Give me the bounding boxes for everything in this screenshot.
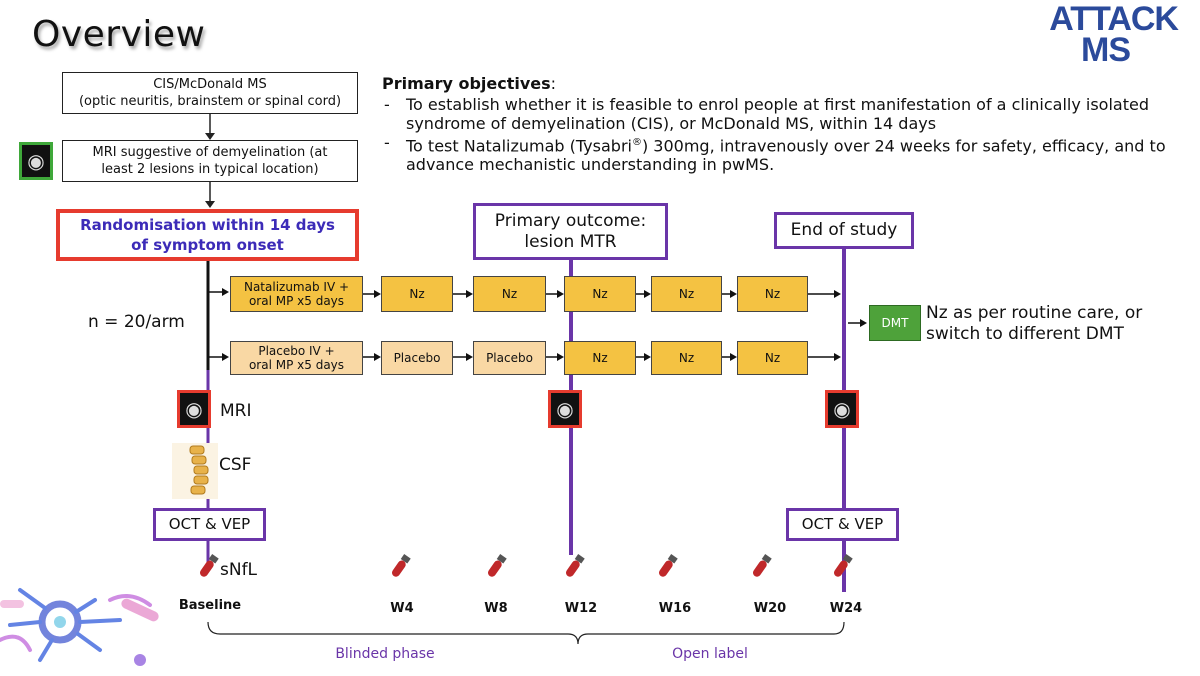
objective-2-post: ) 300mg, intravenously over 24 weeks for… (406, 136, 1166, 175)
pl-start-line2: oral MP x5 days (248, 358, 345, 372)
brain-mri-icon: ◉ (548, 390, 582, 428)
randomisation-box: Randomisation within 14 days of symptom … (56, 209, 359, 261)
objective-2-pre: To test Natalizumab (Tysabri (406, 136, 632, 156)
nz-arm-start: Natalizumab IV + oral MP x5 days (230, 276, 363, 312)
cis-line1: CIS/McDonald MS (153, 77, 267, 92)
page-title: Overview (32, 14, 206, 55)
blinded-phase-label: Blinded phase (335, 646, 435, 662)
placebo-cell-w4: Placebo (381, 341, 453, 375)
oct-vep-baseline-box: OCT & VEP (153, 508, 266, 541)
routine-care-line2: switch to different DMT (926, 324, 1124, 344)
cis-box: CIS/McDonald MS (optic neuritis, brainst… (62, 72, 358, 114)
attack-ms-logo: ATTACK MS (1049, 0, 1179, 69)
mri-label: MRI (220, 401, 252, 421)
spine-icon (172, 443, 218, 499)
objective-item-2: To test Natalizumab (Tysabri®) 300mg, in… (382, 133, 1172, 174)
n-per-arm: n = 20/arm (88, 312, 185, 332)
timepoint-w4: W4 (390, 601, 414, 616)
cis-line2: (optic neuritis, brainstem or spinal cor… (78, 94, 342, 109)
blood-tube-icon (199, 554, 219, 577)
objective-item-1: To establish whether it is feasible to e… (382, 95, 1172, 133)
routine-care-line1: Nz as per routine care, or (926, 303, 1143, 323)
mri-line1: MRI suggestive of demyelination (at (92, 145, 328, 160)
timepoint-baseline: Baseline (178, 598, 242, 613)
timepoint-w8: W8 (484, 601, 508, 616)
objectives-colon: : (550, 74, 557, 93)
open-label-phase: Open label (672, 646, 748, 662)
placebo-cell-w8: Placebo (473, 341, 546, 375)
end-of-study-box: End of study (774, 212, 914, 249)
dmt-box: DMT (869, 305, 921, 341)
nz-cell-w16: Nz (651, 276, 722, 312)
placebo-arm-start: Placebo IV + oral MP x5 days (230, 341, 363, 375)
nz-cell-w8: Nz (473, 276, 546, 312)
timepoint-w16: W16 (658, 601, 692, 616)
primary-outcome-line2: lesion MTR (524, 231, 617, 252)
logo-line2: MS (1081, 31, 1131, 69)
brain-mri-icon: ◉ (825, 390, 859, 428)
nz-cell-w20: Nz (737, 276, 808, 312)
nz-cell-w4: Nz (381, 276, 453, 312)
pl-nz-cell-w16: Nz (651, 341, 722, 375)
csf-label: CSF (219, 455, 252, 475)
mri-criteria-box: MRI suggestive of demyelination (at leas… (62, 140, 358, 182)
routine-care-note: Nz as per routine care, or switch to dif… (926, 303, 1142, 345)
brain-mri-icon: ◉ (19, 142, 53, 180)
nz-start-line1: Natalizumab IV + (243, 280, 350, 294)
snfl-label: sNfL (220, 560, 258, 580)
pl-nz-cell-w20: Nz (737, 341, 808, 375)
blood-tube-icon (752, 554, 772, 577)
objectives-heading: Primary objectives (382, 74, 551, 93)
blood-tube-icon (833, 554, 853, 577)
logo-line1: ATTACK (1049, 0, 1179, 38)
nz-start-line2: oral MP x5 days (248, 294, 345, 308)
primary-outcome-line1: Primary outcome: (494, 210, 647, 231)
primary-objectives: Primary objectives: To establish whether… (382, 74, 1172, 174)
blood-tube-icon (565, 554, 585, 577)
pl-nz-cell-w12: Nz (564, 341, 636, 375)
objective-2-sup: ® (631, 137, 642, 148)
rand-line2: of symptom onset (131, 236, 284, 254)
blood-tube-icon (391, 554, 411, 577)
rand-line1: Randomisation within 14 days (80, 216, 335, 234)
timepoint-w12: W12 (564, 601, 598, 616)
pl-start-line1: Placebo IV + (258, 344, 335, 358)
oct-vep-w24-box: OCT & VEP (786, 508, 899, 541)
neuron-illustration (0, 588, 159, 666)
blood-tube-icon (658, 554, 678, 577)
brain-mri-icon: ◉ (177, 390, 211, 428)
blood-tube-icon (487, 554, 507, 577)
nz-cell-w12: Nz (564, 276, 636, 312)
mri-line2: least 2 lesions in typical location) (101, 162, 319, 177)
timepoint-w20: W20 (753, 601, 787, 616)
timepoint-w24: W24 (829, 601, 863, 616)
primary-outcome-box: Primary outcome: lesion MTR (473, 203, 668, 260)
